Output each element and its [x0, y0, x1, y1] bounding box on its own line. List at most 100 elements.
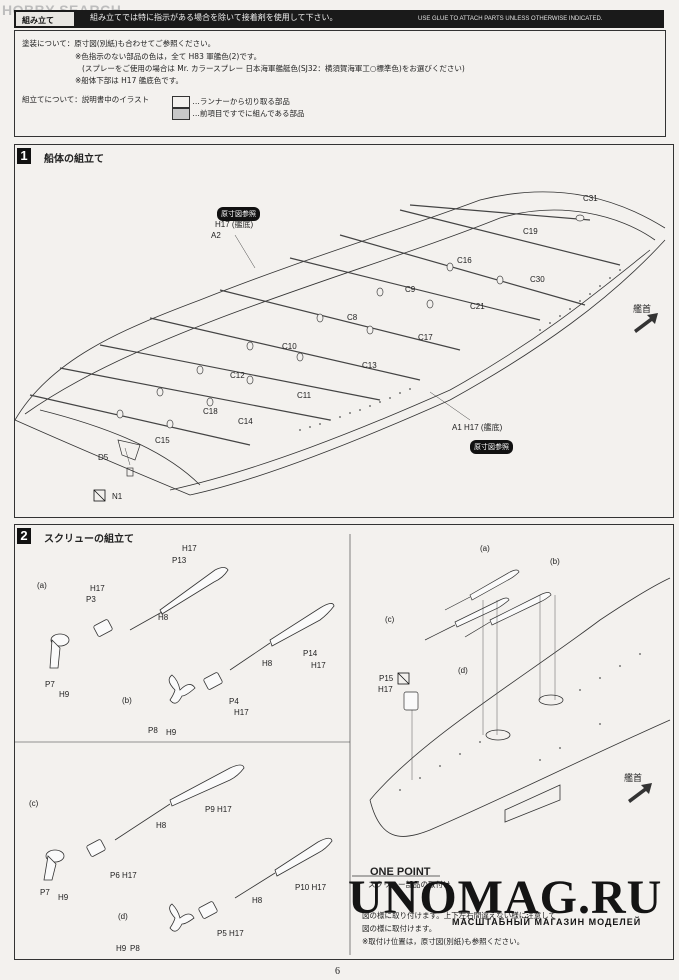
- legend-done: …前項目ですでに組んである部品: [172, 108, 305, 120]
- label-h9-a: H9: [59, 690, 70, 699]
- unomag-watermark-sub: МАСШТАБНЫЙ МАГАЗИН МОДЕЛЕЙ: [452, 917, 642, 927]
- label-h17-p14: H17: [311, 661, 326, 670]
- label-p9: P9 H17: [205, 805, 232, 814]
- label-h17-p4: H17: [234, 708, 249, 717]
- label-c14: C14: [238, 417, 253, 426]
- beam-c8: [219, 289, 461, 351]
- assembly-title: 組立てについて：説明書中のイラスト: [22, 95, 150, 104]
- label-c10: C10: [282, 342, 297, 351]
- onepoint-line4: ※取付け位置は，原寸図(別紙)も参照ください。: [362, 937, 525, 946]
- legend-runner-text: …ランナーから切り取る部品: [192, 97, 290, 106]
- label-h17-p3: H17: [90, 584, 105, 593]
- header-tab-label: 組み立て: [22, 16, 54, 25]
- label-h8-b: H8: [262, 659, 273, 668]
- step1-panel: [14, 144, 674, 518]
- hull-bottom-view: [369, 577, 671, 837]
- label-c8: C8: [347, 313, 358, 322]
- legend-runner: …ランナーから切り取る部品: [172, 96, 290, 108]
- ref-badge-bottom: 原寸図参照: [470, 440, 513, 454]
- hull-outline-bottom: [14, 239, 666, 496]
- label-p7-a: P7: [45, 680, 55, 689]
- label-c15: C15: [155, 436, 170, 445]
- d5-bracket: [117, 439, 141, 461]
- hull-outline-top: [14, 191, 666, 421]
- beam-c10: [149, 317, 421, 381]
- legend-white-box: [172, 96, 190, 108]
- label-p7-c: P7: [40, 888, 50, 897]
- ref-badge-top: 原寸図参照: [217, 207, 260, 221]
- unomag-watermark: UNOMAG.RU: [348, 871, 663, 924]
- beam-c15: [29, 394, 251, 446]
- beam-c11: [59, 367, 331, 421]
- step2-title: スクリューの組立て: [44, 534, 134, 545]
- screw-a: [49, 567, 229, 669]
- label-h9-b: H9: [166, 728, 177, 737]
- beam-c31: [409, 204, 591, 221]
- label-h8-d: H8: [252, 896, 263, 905]
- right-label-a: (a): [480, 544, 490, 553]
- right-label-d: (d): [458, 666, 468, 675]
- beam-c19: [399, 209, 621, 266]
- label-c18: C18: [203, 407, 218, 416]
- hull-inner-edge: [24, 209, 656, 415]
- screw-d: [169, 837, 333, 932]
- label-p5: P5 H17: [217, 929, 244, 938]
- screw-c: [43, 764, 245, 881]
- screw-b: [168, 603, 335, 704]
- group-a-label: (a): [37, 581, 47, 590]
- label-p15: P15: [379, 674, 394, 683]
- group-b-label: (b): [122, 696, 132, 705]
- beam-c12: [99, 344, 381, 401]
- label-h8-a: H8: [158, 613, 169, 622]
- label-a1: A1 H17 (艦底): [452, 423, 503, 432]
- onepoint-title: ONE POINT: [370, 866, 431, 878]
- beam-c9: [289, 257, 541, 321]
- beam-c16: [339, 234, 586, 306]
- onepoint-line3: 図の様に取付けます。: [362, 924, 437, 933]
- label-d5: D5: [98, 453, 109, 462]
- paint-line1: ※色指示のない部品の色は，全て H83 軍艦色(2)です。: [75, 52, 262, 61]
- paint-line2: (スプレーをご使用の場合は Mr. カラースプレー 日本海軍艦艇色(SJ32：横…: [82, 64, 465, 73]
- label-p8-d: P8: [130, 944, 140, 953]
- label-p6: P6 H17: [110, 871, 137, 880]
- bow-arrow-1: [634, 313, 658, 333]
- hull-keel: [169, 249, 651, 491]
- label-h9-c: H9: [58, 893, 69, 902]
- bow-arrow-2: [628, 783, 652, 803]
- hull-deck-edge: [39, 409, 201, 486]
- notes-panel: [14, 30, 666, 137]
- label-h9-d: H9: [116, 944, 127, 953]
- label-p10: P10 H17: [295, 883, 327, 892]
- step2-bow-label: 艦首: [624, 774, 643, 784]
- legend-grey-box: [172, 108, 190, 120]
- label-p3: P3: [86, 595, 96, 604]
- step1-number: 1: [17, 148, 31, 164]
- onepoint-line1: スクリュー部品の取付け: [368, 880, 451, 889]
- header-instruction-en: USE GLUE TO ATTACH PARTS UNLESS OTHERWIS…: [418, 16, 603, 22]
- label-p8-b: P8: [148, 726, 158, 735]
- label-c31: C31: [583, 194, 598, 203]
- header-bar: [14, 10, 664, 28]
- label-n1: N1: [112, 492, 123, 501]
- label-c19: C19: [523, 227, 538, 236]
- mini-screws: [403, 569, 552, 711]
- n1-part: [126, 467, 134, 477]
- group-c-label: (c): [29, 799, 39, 808]
- label-h17-a2: H17 (艦底): [215, 220, 254, 229]
- step1-title: 船体の組立て: [44, 154, 104, 165]
- label-c11: C11: [297, 391, 312, 400]
- label-p13: P13: [172, 556, 187, 565]
- label-a2: A2: [211, 231, 221, 240]
- label-c12: C12: [230, 371, 245, 380]
- page-number: 6: [335, 966, 340, 977]
- header-tab: 組み立て: [16, 12, 74, 26]
- right-label-b: (b): [550, 557, 560, 566]
- label-h8-c: H8: [156, 821, 167, 830]
- label-c9: C9: [405, 285, 416, 294]
- group-d-label: (d): [118, 912, 128, 921]
- label-c30: C30: [530, 275, 545, 284]
- legend-done-text: …前項目ですでに組んである部品: [192, 109, 305, 118]
- label-p14: P14: [303, 649, 318, 658]
